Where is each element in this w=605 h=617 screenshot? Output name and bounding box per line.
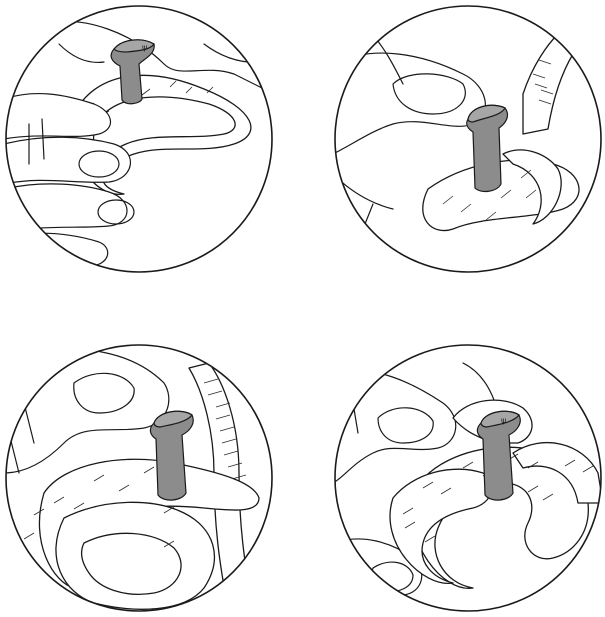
step-4-illustration: ψ [333, 343, 603, 613]
step-1-illustration: ψ [4, 4, 274, 274]
svg-text:ψ: ψ [142, 43, 147, 52]
step-2-illustration [333, 4, 603, 274]
step-3-illustration [4, 343, 274, 613]
svg-text:ψ: ψ [501, 416, 506, 425]
